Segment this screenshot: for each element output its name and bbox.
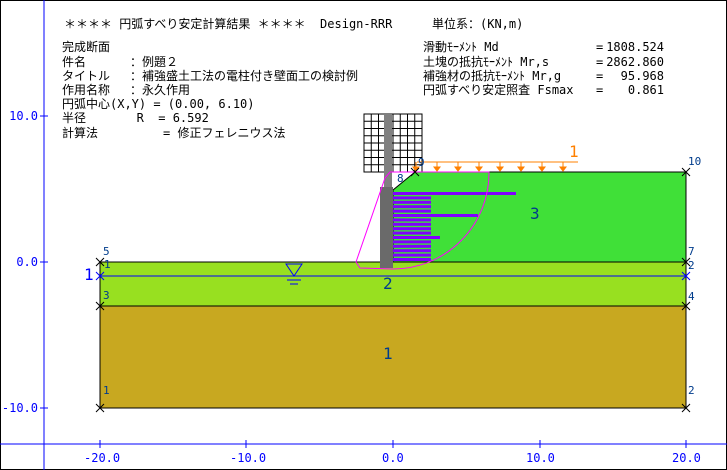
node-label: 1 (104, 258, 111, 271)
unit-system: 単位系：(KN,m) (432, 17, 524, 31)
y-tick-label: -10.0 (1, 401, 38, 415)
reinforcement-strip (393, 200, 431, 204)
load-arrow-head (538, 166, 546, 172)
result-label-mrs: 土塊の抵抗ﾓｰﾒﾝﾄ Mr,s (423, 55, 550, 69)
node-label: 4 (688, 290, 695, 303)
load-arrow-head (475, 166, 483, 172)
subject-value: ：例題２ (130, 55, 179, 69)
calc-method: 計算法 = 修正フェレニウス法 (62, 126, 286, 140)
load-arrow-head (433, 166, 441, 172)
node-label: 8 (397, 172, 404, 185)
title-label: タイトル (62, 69, 111, 83)
reinforcement-strip (393, 205, 431, 209)
reinforcement-strip (393, 227, 431, 231)
subject-label: 件名 (62, 55, 87, 69)
node-label: 2 (688, 384, 695, 397)
axis-ticks (40, 115, 687, 448)
node-label: 1 (103, 384, 110, 397)
node-label: 3 (103, 289, 110, 302)
x-tick-label: -20.0 (84, 451, 121, 465)
result-value-mrs: 2862.860 (606, 55, 664, 69)
load-arrow-head (454, 166, 462, 172)
layer-label-3: 3 (530, 204, 540, 223)
y-tick-label: 10.0 (9, 109, 38, 123)
water-level-icon (285, 263, 303, 285)
report-title: ＊＊＊＊ 円弧すべり安定計算結果 ＊＊＊＊ Design-RRR (64, 17, 393, 31)
x-tick-label: 0.0 (382, 451, 404, 465)
x-tick-label: -10.0 (230, 451, 267, 465)
slip-circle (355, 171, 490, 270)
result-value-fs: 0.861 (627, 83, 664, 97)
action-label: 作用名称 (62, 83, 111, 97)
result-label-mrg: 補強材の抵抗ﾓｰﾒﾝﾄ Mr,g (423, 69, 562, 83)
arc-radius: 半径 R = 6.592 (62, 111, 209, 125)
reinforcement-strip (393, 253, 431, 257)
result-label-fs: 円弧すべり安定照査 Fsmax (423, 83, 574, 97)
reinforcement-strip (393, 209, 431, 213)
arc-center: 円弧中心(X,Y) = (0.00, 6.10) (62, 97, 255, 111)
water-level-label: 1 (84, 265, 94, 284)
title-value: ：補強盛土工法の電柱付き壁面工の検討例 (130, 69, 359, 83)
node-label: 2 (688, 259, 695, 272)
load-label: 1 (569, 142, 579, 161)
reinforcement-strip (393, 214, 478, 217)
wall-facing (380, 187, 393, 268)
pole-grid (363, 113, 423, 173)
result-value-mrg: 95.968 (620, 69, 664, 83)
soil-layer-1 (99, 305, 687, 409)
surface-load (412, 161, 578, 172)
node-label: 10 (688, 155, 702, 168)
x-tick-label: 20.0 (672, 451, 701, 465)
reinforcement-strip (393, 218, 431, 222)
load-arrow-head (559, 166, 567, 172)
reinforcement-strip (393, 196, 431, 200)
result-label-md: 滑動ﾓｰﾒﾝﾄ Md (423, 40, 499, 54)
reinforcement-strip (393, 249, 431, 253)
reinforcement-strip (393, 258, 431, 261)
water-nodes (95, 271, 691, 281)
section-name: 完成断面 (62, 40, 111, 54)
node-markers (95, 167, 691, 413)
reinforcement-strip (393, 244, 431, 248)
y-tick-label: 0.0 (16, 255, 38, 269)
x-tick-label: 10.0 (526, 451, 555, 465)
layer-label-1: 1 (383, 344, 393, 363)
pole (384, 114, 392, 232)
reinforcement-strip (393, 231, 431, 235)
reinforcement-strip (393, 240, 431, 244)
reinforcement-strip (393, 236, 440, 239)
reinforcement-strip (393, 192, 516, 195)
result-value-md: 1808.524 (606, 40, 664, 54)
load-arrow-head (517, 166, 525, 172)
node-label: 7 (688, 245, 695, 258)
action-value: ：永久作用 (130, 83, 191, 97)
reinforcement-strip (393, 222, 431, 226)
layer-label-2: 2 (383, 274, 393, 293)
load-arrow-head (496, 166, 504, 172)
reinforcements (393, 192, 516, 261)
node-label: 9 (418, 156, 425, 169)
node-label: 5 (103, 245, 110, 258)
